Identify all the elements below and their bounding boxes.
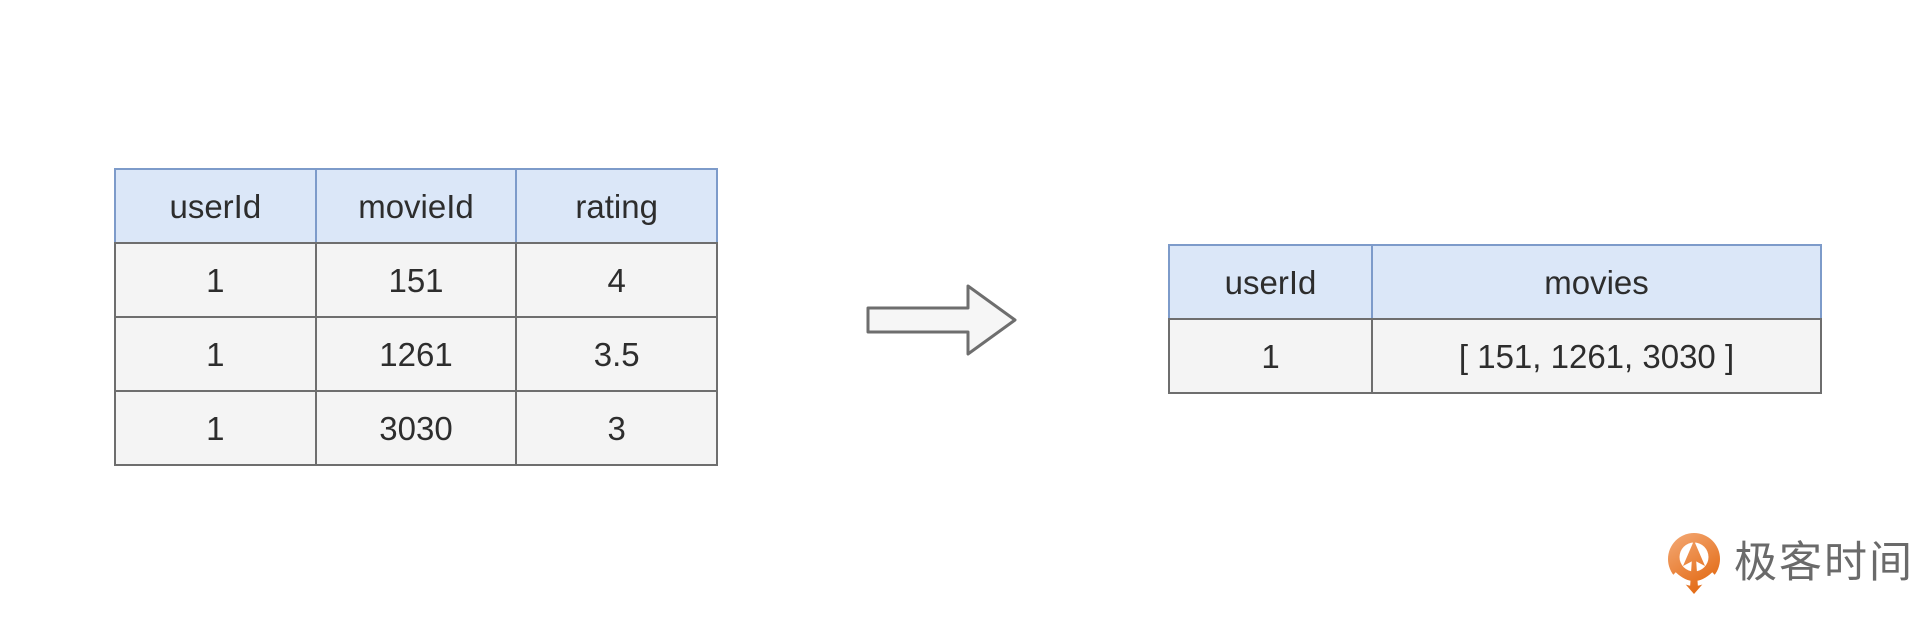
cell-userid: 1 — [206, 335, 225, 373]
column-header-userid: userId — [1224, 263, 1317, 301]
ratings-table-header-row: userId movieId rating — [114, 168, 718, 244]
table-row: 1 3030 3 — [114, 390, 718, 466]
table-row: 1 [ 151, 1261, 3030 ] — [1168, 318, 1822, 394]
cell-movieid: 1261 — [314, 318, 516, 390]
column-header-movies: movies — [1371, 246, 1820, 318]
grouped-table-header-row: userId movies — [1168, 244, 1822, 320]
geektime-logo: 极客时间 — [1666, 532, 1914, 594]
cell-rating: 3.5 — [515, 318, 716, 390]
cell-userid: 1 — [1261, 337, 1280, 375]
cell-movieid: 3030 — [314, 392, 516, 464]
geektime-pin-icon — [1668, 533, 1720, 594]
cell-userid: 1 — [206, 261, 225, 299]
cell-movies-list: [ 151, 1261, 3030 ] — [1371, 320, 1820, 392]
cell-userid: 1 — [206, 409, 225, 447]
right-arrow-icon — [866, 284, 1017, 356]
table-row: 1 151 4 — [114, 242, 718, 318]
cell-rating: 3 — [515, 392, 716, 464]
table-row: 1 1261 3.5 — [114, 316, 718, 392]
column-header-movieid: movieId — [314, 170, 516, 242]
ratings-table: userId movieId rating 1 151 4 1 1261 3.5… — [114, 168, 718, 466]
grouped-movies-table: userId movies 1 [ 151, 1261, 3030 ] — [1168, 244, 1822, 394]
cell-rating: 4 — [515, 244, 716, 316]
column-header-rating: rating — [515, 170, 716, 242]
cell-movieid: 151 — [314, 244, 516, 316]
geektime-logo-text: 极客时间 — [1734, 539, 1914, 587]
column-header-userid: userId — [169, 187, 262, 225]
